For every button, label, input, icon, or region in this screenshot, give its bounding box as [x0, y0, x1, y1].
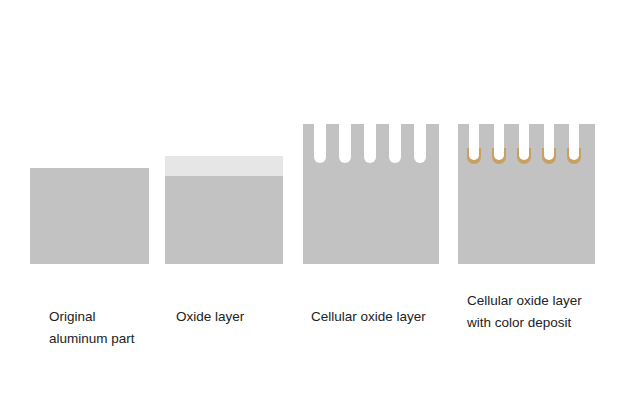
- pores: [314, 123, 426, 163]
- aluminum-block: [165, 156, 283, 264]
- caption-label: Original aluminum part: [49, 306, 145, 350]
- pore: [314, 123, 326, 163]
- caption-label: Oxide layer: [176, 306, 286, 328]
- pore: [389, 123, 401, 163]
- pore: [519, 123, 529, 160]
- aluminum-block: [303, 124, 439, 264]
- pores: [467, 123, 581, 164]
- caption-label: Cellular oxide layer: [311, 306, 471, 328]
- pore: [414, 123, 426, 163]
- pore: [544, 123, 554, 160]
- pore: [494, 123, 504, 160]
- pore: [364, 123, 376, 163]
- pore: [469, 123, 479, 160]
- pore: [569, 123, 579, 160]
- oxide-layer: [165, 156, 283, 176]
- aluminum-block: [30, 168, 149, 264]
- pore: [339, 123, 351, 163]
- caption-label: Cellular oxide layer with color deposit: [467, 290, 607, 334]
- aluminum-block: [458, 124, 595, 264]
